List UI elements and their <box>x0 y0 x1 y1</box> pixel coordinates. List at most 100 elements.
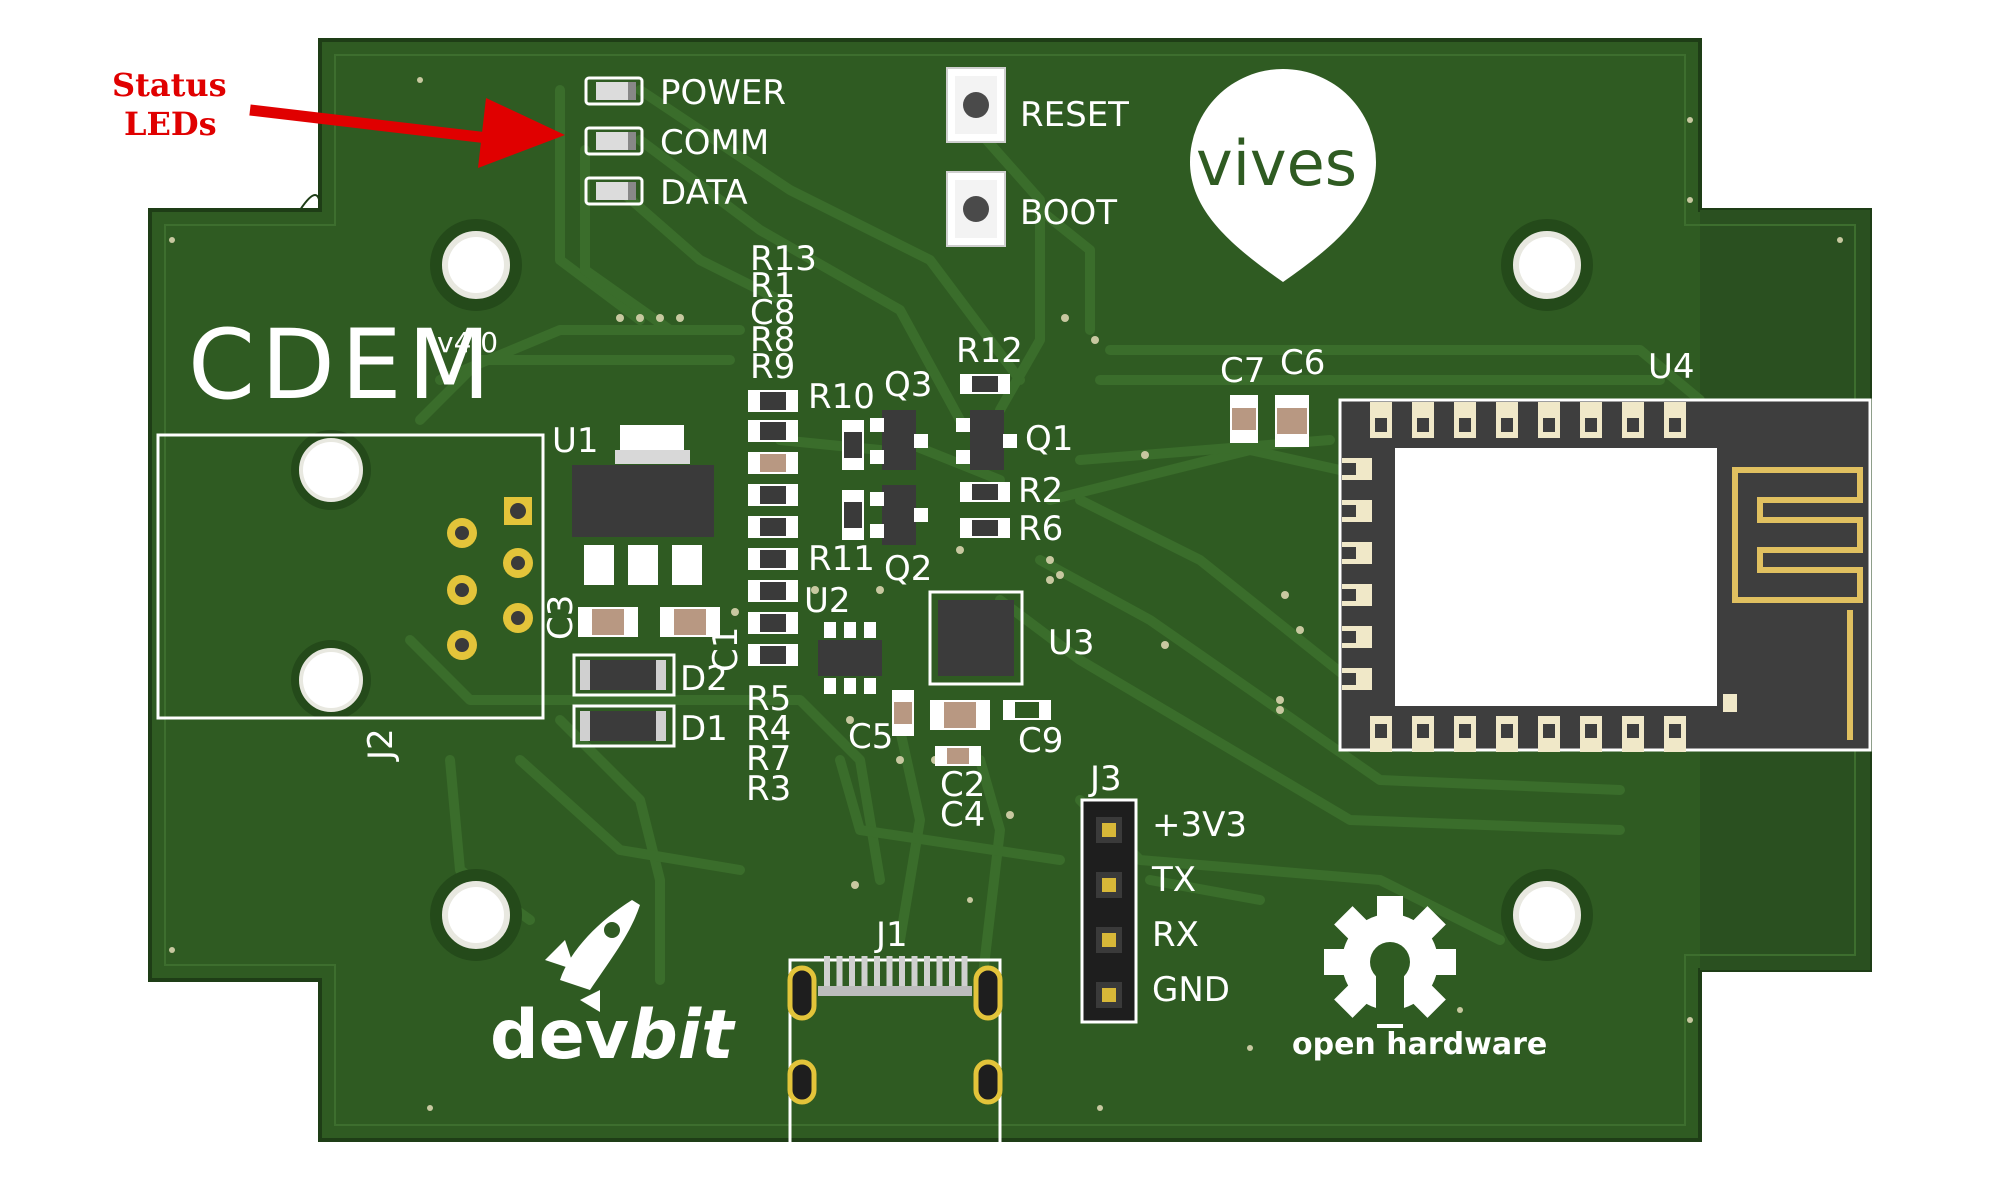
r10-label: R10 <box>808 377 875 417</box>
c3-capacitor: C3 <box>541 595 720 640</box>
j1-contact <box>861 956 868 986</box>
j1-usb-c-connector: J1 <box>787 915 1003 1150</box>
led-data-label: DATA <box>660 173 748 213</box>
j1-shield <box>818 986 972 996</box>
d1-diode: D1 <box>572 704 728 749</box>
u4-wifi-module: U4 <box>1338 347 1872 752</box>
c7-label: C7 <box>1220 351 1265 391</box>
rocket-icon <box>545 900 640 1012</box>
u4-pad-left-hole <box>1342 589 1356 601</box>
open-hardware-logo: open hardware <box>1292 896 1547 1062</box>
status-leds: POWER COMM DATA <box>584 73 786 213</box>
j1-contact <box>961 956 968 986</box>
stack-top-label-1: R13 <box>750 239 817 279</box>
pin-label-tx: TX <box>1151 860 1196 900</box>
q1-transistor: Q1 <box>956 410 1073 470</box>
c6-capacitor: C6 <box>1275 343 1325 447</box>
pin-label-3v3: +3V3 <box>1152 805 1247 845</box>
j3-pin <box>1102 878 1116 892</box>
annotation-line-1: Status <box>112 66 227 104</box>
j1-contact <box>874 956 880 986</box>
j1-contact <box>949 956 955 986</box>
u4-pad-left-hole <box>1342 463 1356 475</box>
vias <box>169 77 1843 1111</box>
vives-logo-text: vives <box>1196 127 1357 200</box>
q2-transistor: Q2 <box>870 485 932 589</box>
stack-top-label-2: R1 <box>750 266 795 306</box>
devbit-dev: dev <box>490 996 629 1075</box>
d1-label: D1 <box>680 709 728 749</box>
annotation-arrow-shaft <box>249 104 506 146</box>
stack-bottom-label-4: R3 <box>746 769 791 809</box>
u1-label: U1 <box>552 421 599 461</box>
open-hardware-text: open hardware <box>1292 1027 1547 1062</box>
pin-label-gnd: GND <box>1152 970 1230 1010</box>
r11-label: R11 <box>808 539 875 579</box>
q3-label: Q3 <box>884 365 932 405</box>
stack-resistor-body <box>760 422 786 440</box>
j1-contact <box>936 956 943 986</box>
r12-resistor: R12 <box>956 331 1023 394</box>
u1-regulator: U1 <box>552 421 714 585</box>
d2-diode: D2 <box>572 653 728 699</box>
r6-label: R6 <box>1018 509 1063 549</box>
u4-pad-top-hole <box>1669 418 1681 432</box>
devbit-logo-text: devbit <box>490 996 736 1075</box>
u4-pad-left-hole <box>1342 505 1356 517</box>
r2-resistor: R2 <box>960 471 1063 511</box>
stack-resistor-body <box>760 582 786 600</box>
r10-resistor: R10 <box>808 377 875 470</box>
u4-pad-bottom-hole <box>1501 724 1513 738</box>
stack-bottom-label-3: R7 <box>746 739 791 779</box>
r6-resistor: R6 <box>960 509 1063 549</box>
c4-label: C4 <box>940 795 985 835</box>
r2-label: R2 <box>1018 471 1063 511</box>
u4-pad-bottom-hole <box>1459 724 1471 738</box>
u4-pad-top-hole <box>1585 418 1597 432</box>
board-title: CDEM <box>188 309 496 421</box>
u2-chip: U2 <box>804 581 882 694</box>
j1-contact <box>836 956 843 986</box>
u4-pad-top-hole <box>1417 418 1429 432</box>
j3-header: J3 <box>1080 759 1138 1024</box>
annotation-arrow-head <box>478 98 565 168</box>
stack-bottom-label-1: R5 <box>746 679 791 719</box>
u4-pad-left-hole <box>1342 547 1356 559</box>
u4-pad-bottom-hole <box>1669 724 1681 738</box>
j1-contact <box>886 956 893 986</box>
u2-label: U2 <box>804 581 851 621</box>
stack-resistor-body <box>760 392 786 410</box>
j1-contact <box>849 956 855 986</box>
led-comm-label: COMM <box>660 123 769 163</box>
q3-transistor: Q3 <box>870 365 932 470</box>
u4-pad-top-hole <box>1459 418 1471 432</box>
reset-label: RESET <box>1020 95 1129 135</box>
u4-pad-bottom-hole <box>1375 724 1387 738</box>
j1-contact <box>924 956 930 986</box>
stack-resistor-body <box>760 550 786 568</box>
led-comm: COMM <box>584 123 769 163</box>
j3-label: J3 <box>1088 759 1122 799</box>
u4-pad-bottom-hole <box>1585 724 1597 738</box>
r12-label: R12 <box>956 331 1023 371</box>
u4-pad-bottom-hole <box>1543 724 1555 738</box>
c9-capacitor: C9 <box>1003 700 1063 761</box>
r11-resistor: R11 <box>808 490 875 579</box>
c5-label: C5 <box>848 717 893 757</box>
stack-resistor-body <box>760 614 786 632</box>
resistor-stack: R13 R1 C8 R8 R9 R5 R4 R7 R3 <box>746 239 817 809</box>
devbit-bit: bit <box>629 996 736 1075</box>
u4-label: U4 <box>1648 347 1695 387</box>
j3-pin <box>1102 823 1116 837</box>
q1-label: Q1 <box>1025 419 1073 459</box>
j3-pin <box>1102 988 1116 1002</box>
stack-resistor-body <box>760 518 786 536</box>
c2-label: C2 <box>940 765 985 805</box>
boot-label: BOOT <box>1020 193 1117 233</box>
j1-contact <box>899 956 905 986</box>
reset-button: RESET <box>946 67 1129 143</box>
j1-contact <box>911 956 918 986</box>
c1-label: C1 <box>706 627 746 672</box>
u3-label: U3 <box>1048 623 1095 663</box>
c7-capacitor: C7 <box>1220 351 1265 443</box>
